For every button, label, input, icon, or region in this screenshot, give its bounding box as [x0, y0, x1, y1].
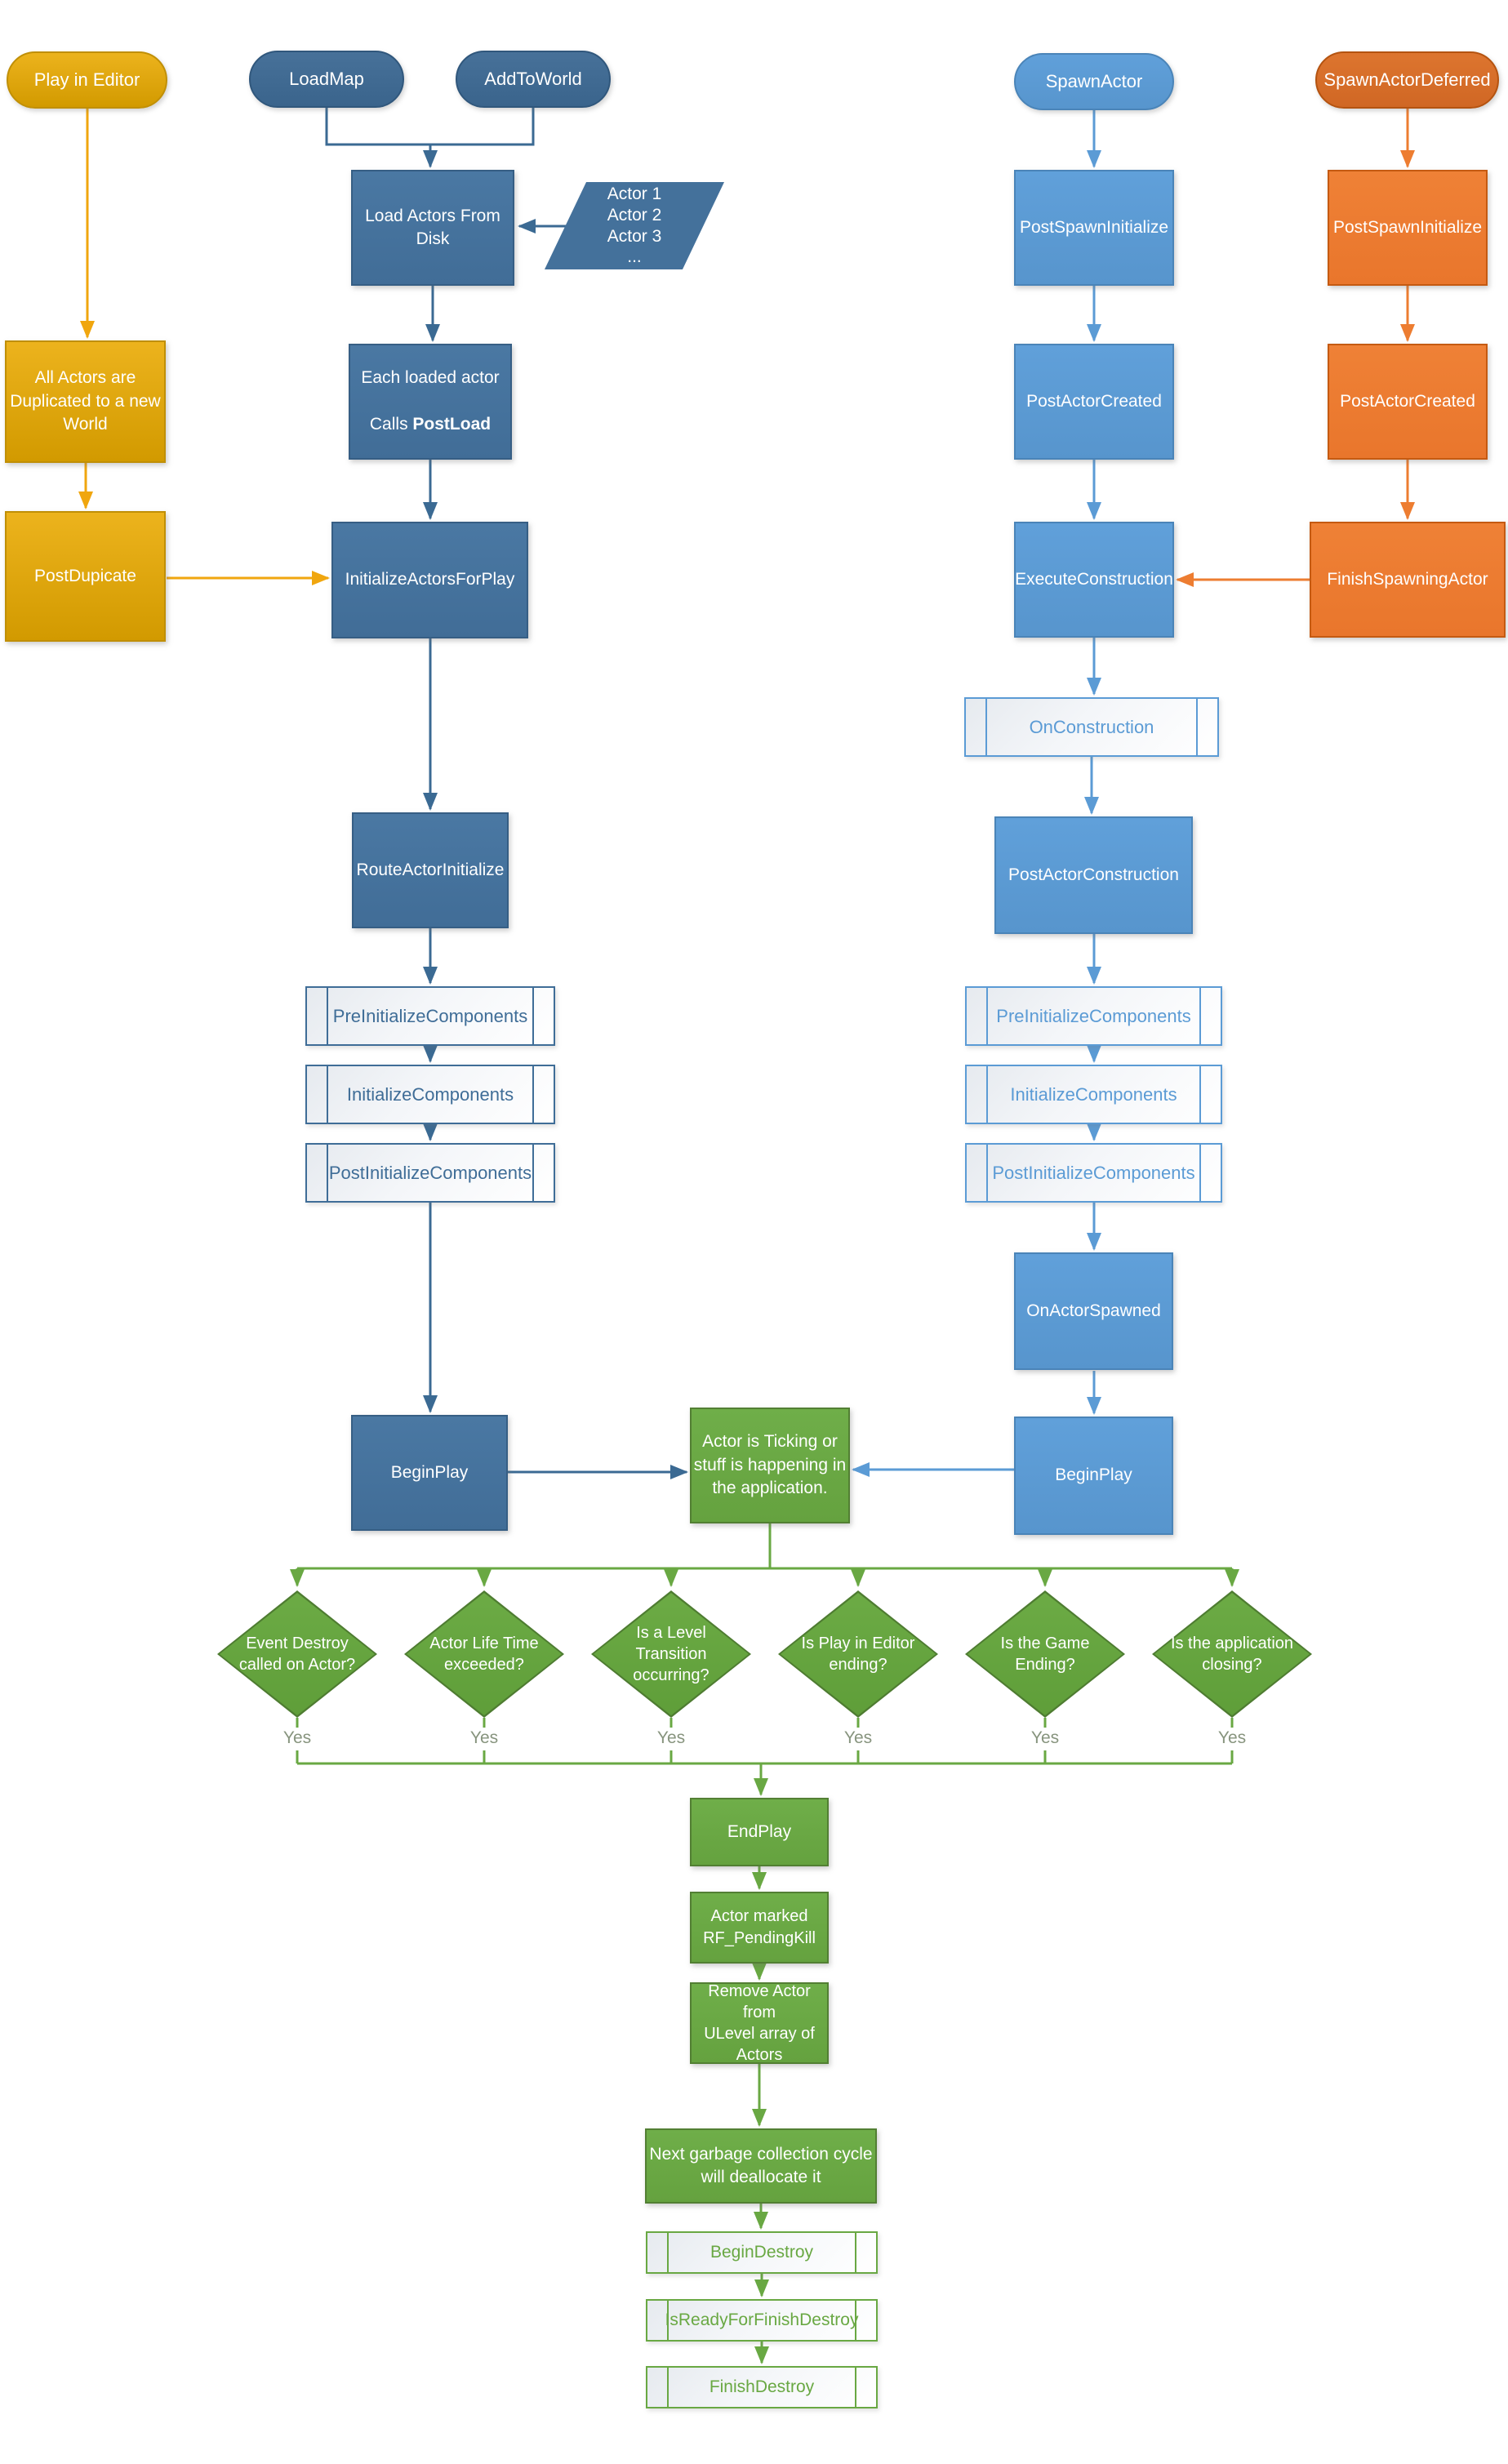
decision-label: Actor Life Time exceeded? [429, 1635, 539, 1674]
step-begin-play-right: BeginPlay [1014, 1417, 1173, 1535]
subroutine-pre-initialize-components-right: PreInitializeComponents [965, 986, 1222, 1046]
each-loaded-actor-label: Each loaded actor Calls PostLoad [361, 344, 499, 460]
subroutine-pre-initialize-components-left: PreInitializeComponents [305, 986, 555, 1046]
start-play-in-editor: Play in Editor [7, 51, 167, 109]
decision-label: Is Play in Editor ending? [801, 1635, 915, 1674]
state-actor-ticking: Actor is Ticking or stuff is happening i… [690, 1408, 850, 1523]
step-all-actors-duplicated: All Actors are Duplicated to a new World [5, 340, 166, 463]
yes-label-2: Yes [469, 1728, 499, 1747]
step-on-actor-spawned: OnActorSpawned [1014, 1252, 1173, 1370]
yes-label-1: Yes [282, 1728, 312, 1747]
subroutine-initialize-components-right: InitializeComponents [965, 1065, 1222, 1124]
calls-text: Calls [369, 415, 413, 434]
yes-label-3: Yes [656, 1728, 686, 1747]
each-loaded-actor-line1: Each loaded actor [361, 368, 500, 388]
actor-list-label: Actor 1 Actor 2 Actor 3 ... [607, 185, 662, 267]
step-begin-play-left: BeginPlay [351, 1415, 508, 1531]
step-post-dupicate: PostDupicate [5, 511, 166, 642]
step-post-actor-construction: PostActorConstruction [994, 816, 1193, 934]
postload-text: PostLoad [412, 415, 492, 434]
decision-life-time-exceeded: Actor Life Time exceeded? [404, 1590, 564, 1718]
yes-label-5: Yes [1030, 1728, 1060, 1747]
decision-label: Is a Level Transition occurring? [633, 1624, 710, 1684]
start-spawn-actor-deferred: SpawnActorDeferred [1315, 51, 1499, 109]
subroutine-finish-destroy: FinishDestroy [646, 2366, 878, 2408]
step-next-garbage-collection: Next garbage collection cycle will deall… [645, 2128, 877, 2204]
step-initialize-actors-for-play: InitializeActorsForPlay [331, 522, 528, 638]
step-post-spawn-initialize-blue: PostSpawnInitialize [1014, 170, 1174, 286]
step-post-actor-created-orange: PostActorCreated [1328, 344, 1488, 460]
step-post-actor-created-blue: PostActorCreated [1014, 344, 1174, 460]
start-load-map: LoadMap [249, 51, 404, 108]
subroutine-on-construction: OnConstruction [964, 697, 1219, 757]
decision-game-ending: Is the Game Ending? [965, 1590, 1125, 1718]
step-actor-marked-pendingkill: Actor marked RF_PendingKill [690, 1892, 829, 1964]
decision-pie-ending: Is Play in Editor ending? [778, 1590, 938, 1718]
decision-event-destroy: Event Destroy called on Actor? [217, 1590, 377, 1718]
step-finish-spawning-actor: FinishSpawningActor [1310, 522, 1506, 638]
parallelogram-actor-list: Actor 1 Actor 2 Actor 3 ... [545, 182, 724, 269]
subroutine-initialize-components-left: InitializeComponents [305, 1065, 555, 1124]
step-execute-construction: ExecuteConstruction [1014, 522, 1174, 638]
subroutine-post-initialize-components-right: PostInitializeComponents [965, 1143, 1222, 1203]
start-spawn-actor: SpawnActor [1014, 53, 1174, 110]
step-route-actor-initialize: RouteActorInitialize [352, 812, 509, 928]
subroutine-post-initialize-components-left: PostInitializeComponents [305, 1143, 555, 1203]
step-each-loaded-actor-postload: Each loaded actor Calls PostLoad [349, 344, 512, 460]
subroutine-begin-destroy: BeginDestroy [646, 2231, 878, 2274]
step-load-actors-from-disk: Load Actors From Disk [351, 170, 514, 286]
decision-label: Is the application closing? [1170, 1635, 1294, 1674]
subroutine-is-ready-for-finish-destroy: IsReadyForFinishDestroy [646, 2299, 878, 2342]
start-add-to-world: AddToWorld [456, 51, 611, 108]
decision-level-transition: Is a Level Transition occurring? [591, 1590, 751, 1718]
step-post-spawn-initialize-orange: PostSpawnInitialize [1328, 170, 1488, 286]
yes-label-4: Yes [843, 1728, 873, 1747]
step-end-play: EndPlay [690, 1798, 829, 1866]
decision-label: Is the Game Ending? [1000, 1635, 1090, 1674]
decision-label: Event Destroy called on Actor? [238, 1635, 356, 1674]
decision-application-closing: Is the application closing? [1152, 1590, 1312, 1718]
each-loaded-actor-line2: Calls PostLoad [361, 413, 499, 436]
step-remove-actor-from-ulevel: Remove Actor from ULevel array of Actors [690, 1982, 829, 2064]
yes-label-6: Yes [1217, 1728, 1247, 1747]
